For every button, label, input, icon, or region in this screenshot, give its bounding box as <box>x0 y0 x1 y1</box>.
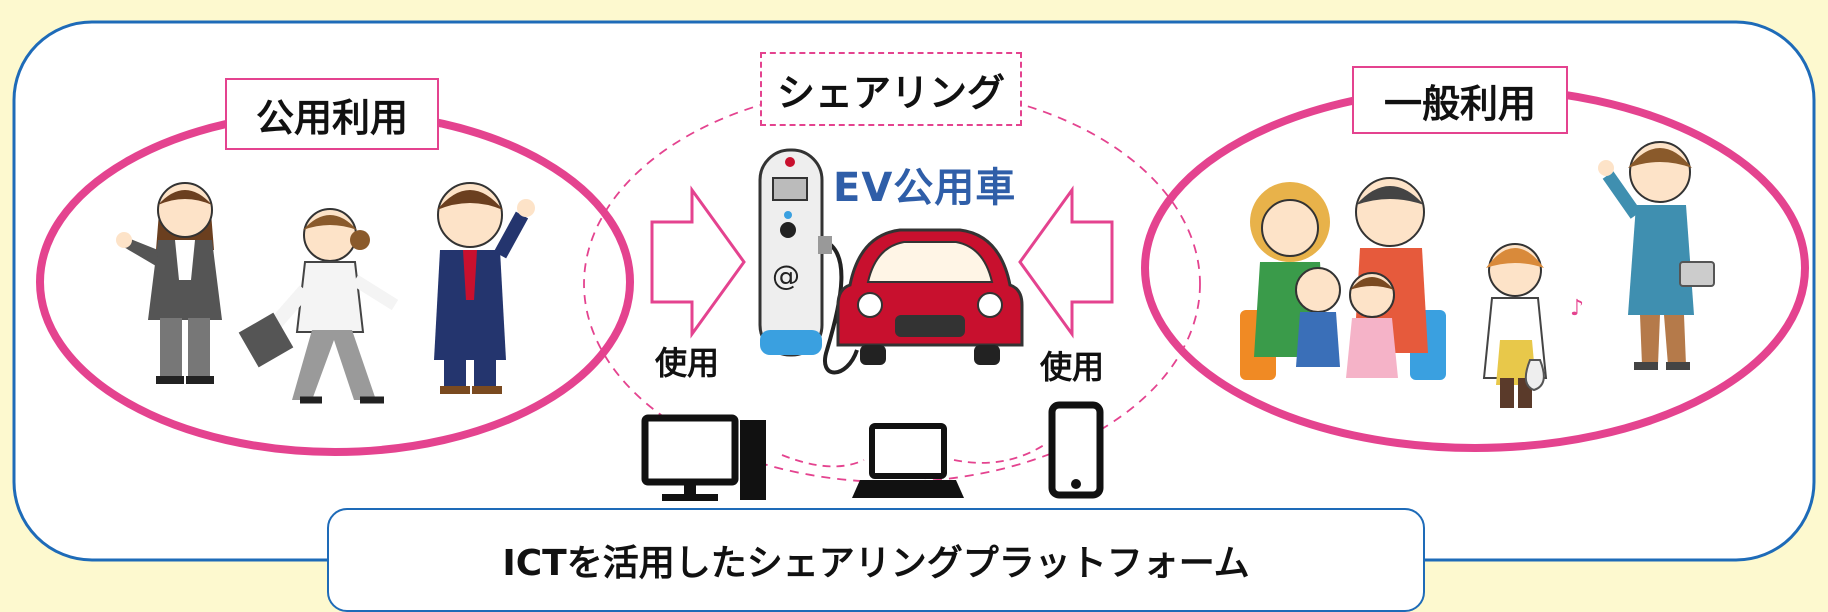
svg-text:@: @ <box>772 259 800 292</box>
smartphone-icon <box>1048 401 1104 499</box>
businessman-waving-icon <box>434 182 535 394</box>
ev-charger-icon: @ <box>758 148 859 375</box>
desktop-pc-icon <box>641 414 766 501</box>
svg-text:♪: ♪ <box>1570 296 1584 321</box>
use-label-left: 使用 <box>655 344 720 382</box>
businesswoman-pointing-icon <box>116 182 222 384</box>
laptop-icon <box>852 423 964 498</box>
arrow-right-icon <box>650 185 746 339</box>
general-use-label: 一般利用 <box>1352 66 1568 134</box>
platform-label: ICTを活用したシェアリングプラットフォーム <box>327 508 1425 612</box>
public-use-label: 公用利用 <box>225 78 439 150</box>
arrow-left-icon <box>1018 185 1114 339</box>
sharing-label: シェアリング <box>760 52 1022 126</box>
device-connector <box>781 444 1045 468</box>
businesswoman-walking-icon <box>238 208 399 404</box>
ev-vehicle-label: EV公用車 <box>833 165 1017 211</box>
man-tourist-icon <box>1598 141 1715 370</box>
woman-shopping-icon: ♪ <box>1482 243 1584 408</box>
use-label-right: 使用 <box>1040 348 1105 386</box>
family-travel-icon <box>1240 177 1446 380</box>
red-car-icon <box>836 228 1024 365</box>
